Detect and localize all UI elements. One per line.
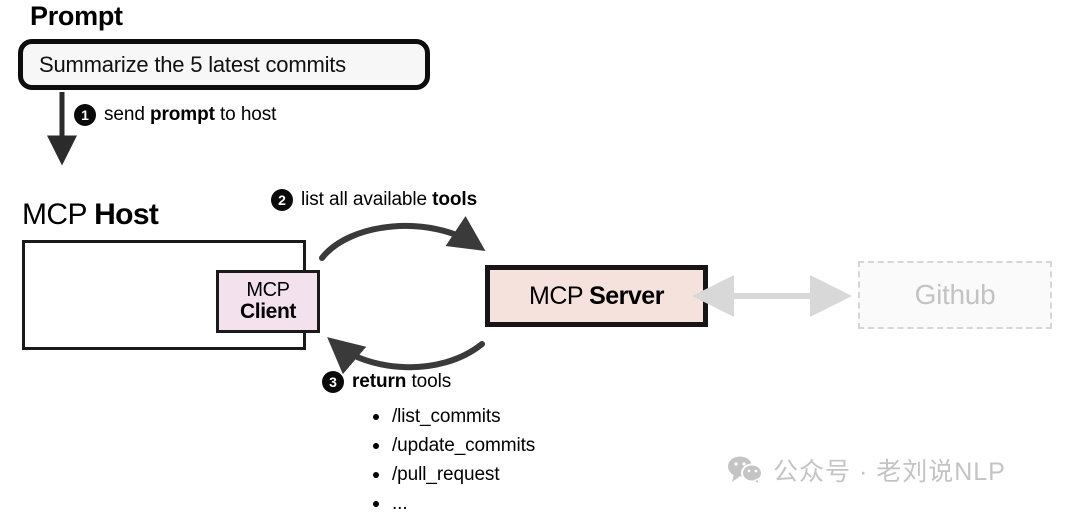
step-3-arrow <box>327 337 485 375</box>
step-1-text-bold: prompt <box>149 104 215 125</box>
step-3-text: return tools <box>352 371 451 393</box>
step-1-text: send prompt to host <box>104 104 276 126</box>
github-label: Github <box>914 279 996 310</box>
step-2-text-bold: tools <box>432 189 478 210</box>
mcp-client-label-line2: Client <box>240 299 296 323</box>
step-1-label: 1 send prompt to host <box>74 104 276 126</box>
prompt-box[interactable]: Summarize the 5 latest commits <box>18 39 430 90</box>
step-1-text-post: to host <box>214 104 277 125</box>
mcp-client-box[interactable]: MCP Client <box>216 270 320 333</box>
step-2-label: 2 list all available tools <box>271 189 477 211</box>
step-2-text: list all available tools <box>301 189 477 211</box>
step-1-text-pre: send <box>104 104 150 125</box>
mcp-server-label-bold: Server <box>589 281 664 310</box>
step-3-text-post: tools <box>406 371 452 392</box>
mcp-client-label-line1: MCP <box>246 278 290 301</box>
list-item: /update_commits <box>368 431 668 460</box>
mcp-server-box[interactable]: MCP Server <box>485 265 708 327</box>
list-item: /pull_request <box>368 460 668 489</box>
step-3-number-badge: 3 <box>322 371 344 393</box>
wechat-icon <box>728 456 763 485</box>
step-3-text-bold: return <box>352 371 407 392</box>
list-item: /list_commits <box>368 402 668 431</box>
mcp-host-title-bold: Host <box>94 198 159 231</box>
step-1-number-badge: 1 <box>74 104 96 126</box>
step-2-text-pre: list all available <box>301 189 433 210</box>
watermark-text: 公众号 · 老刘说NLP <box>773 458 1006 486</box>
prompt-text: Summarize the 5 latest commits <box>39 51 346 77</box>
mcp-server-label: MCP Server <box>529 282 664 311</box>
mcp-host-title-light: MCP <box>22 198 95 231</box>
mcp-host-title: MCP Host <box>22 198 159 232</box>
tools-list: /list_commits /update_commits /pull_requ… <box>368 402 668 518</box>
prompt-heading: Prompt <box>30 1 123 31</box>
mcp-server-label-light: MCP <box>529 281 590 310</box>
step-2-number-badge: 2 <box>271 189 293 211</box>
step-2-arrow <box>319 216 486 261</box>
step-3-label: 3 return tools <box>322 371 451 393</box>
list-item: ... <box>368 489 668 518</box>
github-external-box: Github <box>858 261 1052 329</box>
watermark: 公众号 · 老刘说NLP <box>727 452 1006 488</box>
